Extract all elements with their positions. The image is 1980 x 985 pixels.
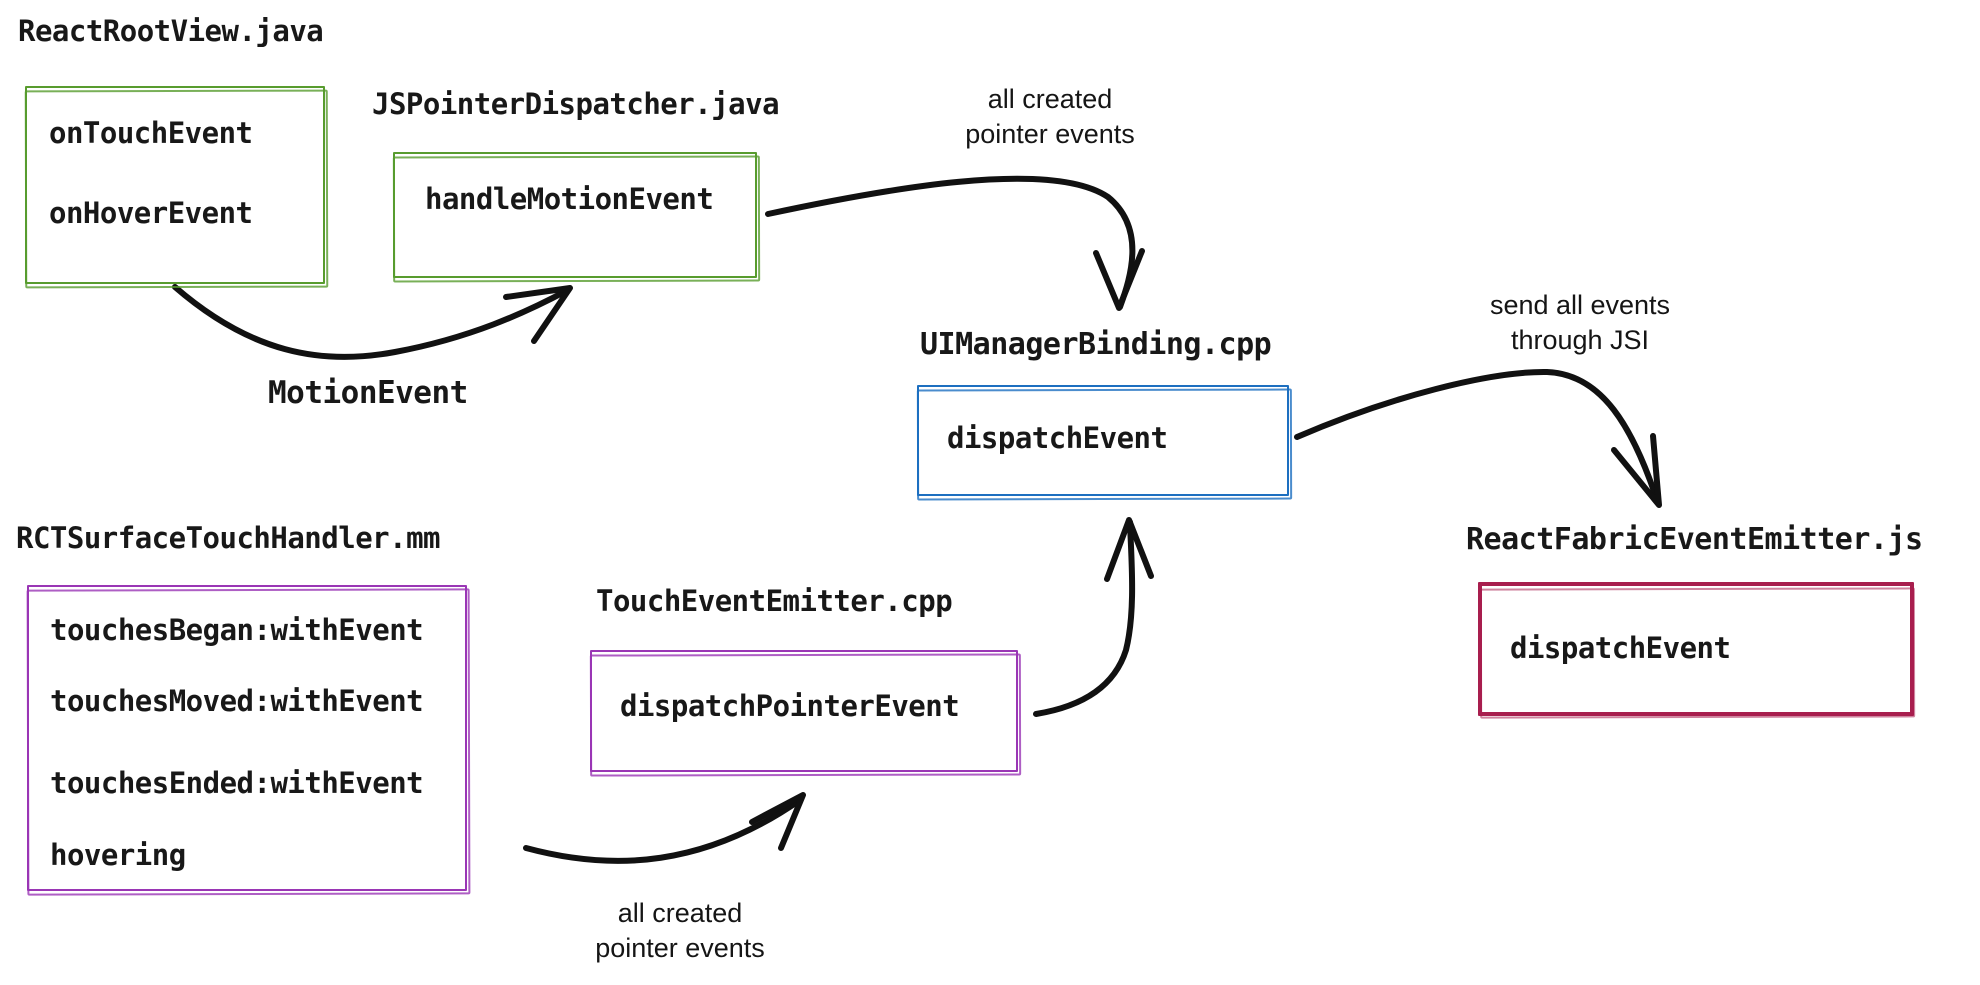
edge-label-send-all-events-through-jsi: send all events through JSI [1489,290,1671,355]
uimanagerbinding-title: UIManagerBinding.cpp [920,327,1272,362]
arrow-motionevent [172,284,573,360]
jspointerdispatcher-title: JSPointerDispatcher.java [372,87,780,121]
reactrootview-box: onTouchEvent onHoverEvent [25,86,325,284]
method-hovering: hovering [50,838,186,872]
method-ontouchevent: onTouchEvent [49,116,253,150]
edge-label-all-created-pointer-events-bottom: all created pointer events [595,898,765,963]
uimanagerbinding-box: dispatchEvent [917,385,1289,496]
rctsurfacetouchhandler-title: RCTSurfaceTouchHandler.mm [16,521,441,555]
method-dispatchevent-emitter: dispatchEvent [1510,631,1731,665]
method-onhoverevent: onHoverEvent [49,196,253,230]
toucheventemitter-box: dispatchPointerEvent [590,650,1018,772]
jspointerdispatcher-box: handleMotionEvent [393,152,757,278]
edge-label-all-created-pointer-events-top: all created pointer events [965,84,1135,149]
method-touchesmoved: touchesMoved:withEvent [50,684,424,718]
method-touchesended: touchesEnded:withEvent [50,766,424,800]
method-dispatchevent-binding: dispatchEvent [947,421,1168,455]
method-handlemotionevent: handleMotionEvent [425,182,714,216]
arrow-all-created-pointer-events-bottom [523,792,806,864]
rctsurfacetouchhandler-box: touchesBegan:withEvent touchesMoved:with… [27,585,467,891]
edge-label-motionevent: MotionEvent [268,375,468,411]
arrow-all-created-pointer-events-top [765,175,1145,311]
reactrootview-title: ReactRootView.java [18,14,324,48]
method-dispatchpointerevent: dispatchPointerEvent [620,689,960,723]
method-touchesbegan: touchesBegan:withEvent [50,613,424,647]
arrow-send-all-events-through-jsi [1294,368,1662,508]
reactfabriceventemitter-box: dispatchEvent [1478,582,1914,716]
toucheventemitter-title: TouchEventEmitter.cpp [596,584,953,618]
arrow-dispatchpointerevent-to-dispatchevent [1033,517,1154,717]
reactfabriceventemitter-title: ReactFabricEventEmitter.js [1466,522,1923,557]
